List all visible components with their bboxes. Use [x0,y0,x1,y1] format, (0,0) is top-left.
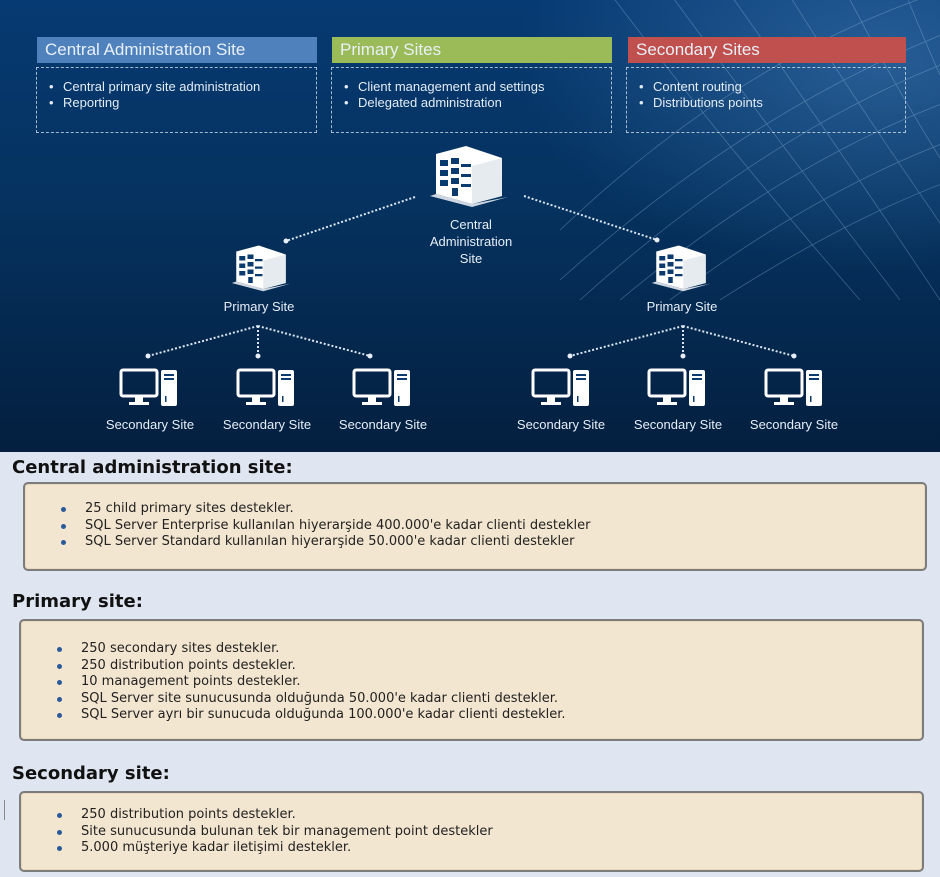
computer-icon [119,368,177,406]
category-item: Delegated administration [344,95,611,111]
computer-icon [764,368,822,406]
info-item: 250 secondary sites destekler. [55,641,922,658]
category-item: Distributions points [639,95,905,111]
secondary-site-label: Secondary Site [105,417,195,432]
building-icon [651,245,711,292]
info-item: 10 management points destekler. [55,674,922,691]
category-item: Client management and settings [344,79,611,95]
secondary-site-label: Secondary Site [516,417,606,432]
central-admin-site-label: Central Administration Site [429,217,513,266]
section-title-primary-site: Primary site: [12,591,143,612]
primary-site-right-label: Primary Site [646,299,718,314]
primary-site-left-label: Primary Site [223,299,295,314]
computer-icon [531,368,589,406]
info-item: SQL Server site sunucusunda olduğunda 50… [55,691,922,708]
category-header-central-admin: Central Administration Site [37,37,317,63]
building-icon [430,146,508,207]
info-box-central-admin: 25 child primary sites destekler. SQL Se… [23,482,927,571]
info-item: 5.000 müşteriye kadar iletişimi destekle… [55,840,922,857]
info-item: SQL Server Standard kullanılan hiyerarşi… [59,534,925,551]
info-item: 25 child primary sites destekler. [59,501,925,518]
text-cursor [4,800,5,820]
info-item: SQL Server ayrı bir sunucuda olduğunda 1… [55,707,922,724]
info-item: 250 distribution points destekler. [55,807,922,824]
category-item: Reporting [49,95,316,111]
info-item: 250 distribution points destekler. [55,658,922,675]
secondary-site-label: Secondary Site [633,417,723,432]
computer-icon [647,368,705,406]
connector-lines [0,0,940,452]
category-header-secondary-sites: Secondary Sites [628,37,906,63]
category-item: Content routing [639,79,905,95]
category-header-primary-sites: Primary Sites [332,37,612,63]
computer-icon [236,368,294,406]
category-box-central-admin: Central primary site administration Repo… [36,67,317,133]
category-box-secondary-sites: Content routing Distributions points [626,67,906,133]
secondary-site-label: Secondary Site [338,417,428,432]
section-title-central-admin: Central administration site: [12,457,293,478]
info-item: SQL Server Enterprise kullanılan hiyerar… [59,518,925,535]
category-item: Central primary site administration [49,79,316,95]
info-box-primary-site: 250 secondary sites destekler. 250 distr… [19,619,924,741]
category-box-primary-sites: Client management and settings Delegated… [331,67,612,133]
building-icon [231,245,291,292]
computer-icon [352,368,410,406]
info-box-secondary-site: 250 distribution points destekler. Site … [19,791,924,872]
secondary-site-label: Secondary Site [222,417,312,432]
section-title-secondary-site: Secondary site: [12,763,170,784]
secondary-site-label: Secondary Site [749,417,839,432]
info-item: Site sunucusunda bulunan tek bir managem… [55,824,922,841]
site-hierarchy-diagram: Central Administration Site Central prim… [0,0,940,452]
